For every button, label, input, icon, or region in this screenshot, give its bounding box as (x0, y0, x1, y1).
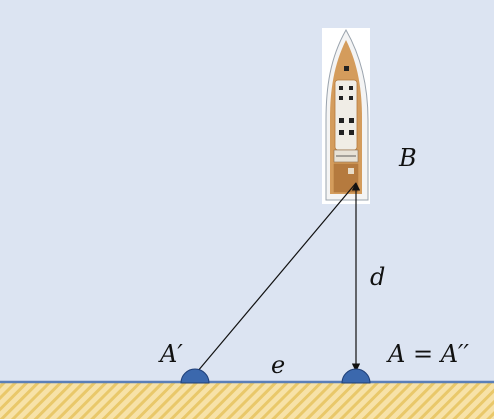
shoreline (0, 382, 494, 419)
label-point-a-equals-a-double-prime: A = A′′ (386, 340, 469, 368)
water-background (0, 0, 494, 382)
buoy-icon (180, 368, 210, 384)
sailboat-top-view-icon (322, 28, 370, 204)
label-point-a-prime: A′ (158, 340, 183, 368)
label-boat-b: B (398, 144, 417, 172)
label-base-e: e (271, 351, 285, 379)
label-distance-d: d (370, 263, 385, 291)
line-boat-to-a-prime (191, 182, 357, 379)
buoy-icon (341, 368, 371, 384)
